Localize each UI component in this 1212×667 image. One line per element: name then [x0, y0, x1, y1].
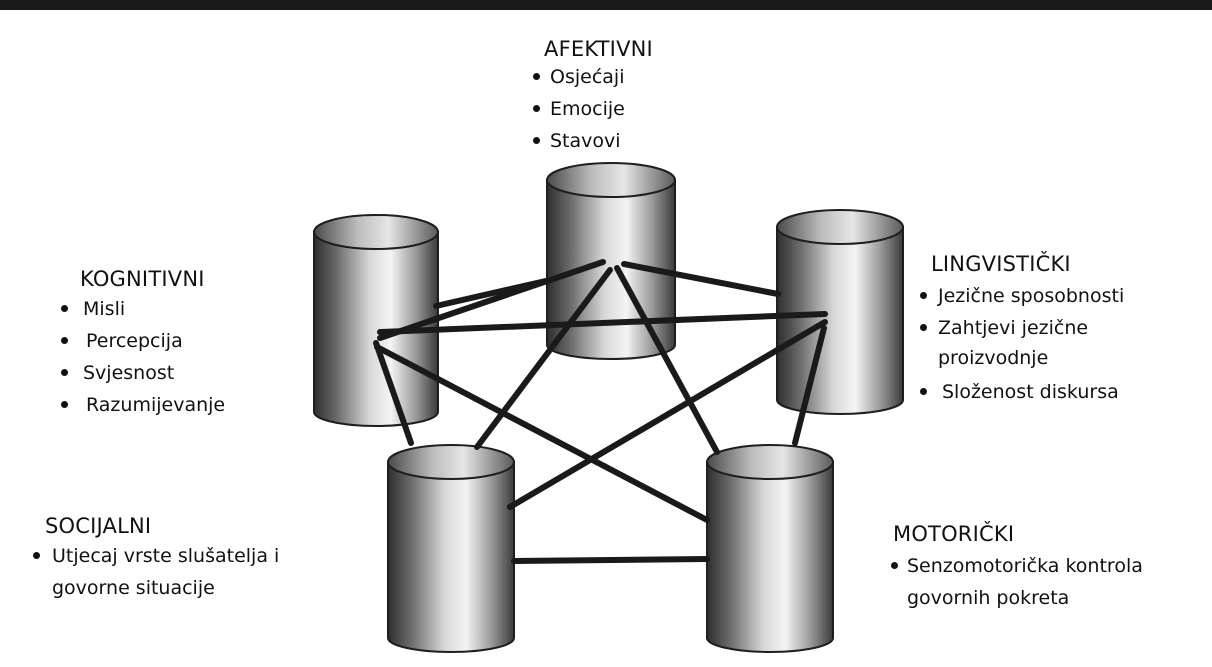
lingvisticki-item-continued: proizvodnje	[938, 347, 1049, 369]
bullet-dot-icon	[61, 305, 68, 312]
bullet-dot-icon	[33, 552, 40, 559]
kognitivni-list: Misli Percepcija Svjesnost Razumijevanje	[59, 293, 225, 421]
afektivni-title: AFEKTIVNI	[544, 37, 653, 61]
connector-lingvisticki-motoricki	[792, 325, 827, 446]
connector-afektivni-kognitivni	[377, 259, 606, 341]
connector-afektivni-socijalni	[474, 267, 613, 450]
connector-lines	[373, 259, 828, 564]
lingvisticki-item: Složenost diskursa	[918, 376, 1124, 408]
socijalni-list: Utjecaj vrste slušatelja i govorne situa…	[31, 540, 279, 604]
afektivni-item: Osjećaji	[531, 61, 653, 93]
cylinder-kognitivni	[313, 214, 439, 427]
kognitivni-item: Misli	[59, 293, 225, 325]
motoricki-label: MOTORIČKI Senzomotorička kontrola govorn…	[889, 520, 1143, 614]
afektivni-label: AFEKTIVNI Osjećaji Emocije Stavovi	[533, 35, 653, 157]
lingvisticki-item: Zahtjevi jezične	[918, 312, 1124, 344]
afektivni-list: Osjećaji Emocije Stavovi	[533, 61, 653, 157]
connector-afektivni-motoricki	[614, 265, 720, 455]
connector-kognitivni-socijalni	[373, 340, 414, 446]
kognitivni-title: KOGNITIVNI	[80, 267, 205, 291]
lingvisticki-label: LINGVISTIČKI Jezične sposobnosti Zahtjev…	[918, 250, 1124, 408]
motoricki-item-continued: govornih pokreta	[907, 587, 1070, 609]
bullet-dot-icon	[920, 324, 927, 331]
lingvisticki-title: LINGVISTIČKI	[931, 252, 1071, 276]
top-rule	[0, 0, 1212, 10]
bullet-dot-icon	[61, 369, 68, 376]
cylinder-motoricki	[706, 444, 834, 653]
afektivni-item: Stavovi	[531, 125, 653, 157]
afektivni-item: Emocije	[531, 93, 653, 125]
socijalni-title: SOCIJALNI	[45, 514, 152, 538]
bullet-dot-icon	[533, 137, 540, 144]
bullet-dot-icon	[61, 401, 68, 408]
motoricki-item: Senzomotorička kontrola	[889, 550, 1143, 582]
lingvisticki-list: Jezične sposobnosti Zahtjevi jezične pro…	[918, 280, 1124, 408]
motoricki-title: MOTORIČKI	[893, 522, 1015, 546]
cylinder-socijalni	[387, 444, 515, 653]
kognitivni-item: Percepcija	[59, 325, 225, 357]
motoricki-list: Senzomotorička kontrola govornih pokreta	[889, 550, 1143, 614]
connector-socijalni-motoricki	[511, 556, 710, 564]
socijalni-item-continued: govorne situacije	[52, 577, 215, 599]
connector-kognitivni-lingvisticki	[377, 311, 828, 335]
bullet-dot-icon	[533, 105, 540, 112]
kognitivni-item: Svjesnost	[59, 357, 225, 389]
bullet-dot-icon	[920, 292, 927, 299]
socijalni-label: SOCIJALNI Utjecaj vrste slušatelja i gov…	[31, 512, 279, 604]
kognitivni-label: KOGNITIVNI Misli Percepcija Svjesnost Ra…	[59, 265, 225, 421]
kognitivni-item: Razumijevanje	[59, 389, 225, 421]
connector-afektivni-lingvisticki	[621, 261, 781, 297]
bullet-dot-icon	[533, 73, 540, 80]
connector-lingvisticki-socijalni	[507, 319, 828, 510]
socijalni-item: Utjecaj vrste slušatelja i	[31, 540, 279, 572]
lingvisticki-item: Jezične sposobnosti	[918, 280, 1124, 312]
cylinder-lingvisticki	[776, 209, 904, 415]
bullet-dot-icon	[920, 388, 927, 395]
bullet-dot-icon	[61, 337, 68, 344]
connector-kognitivni-motoricki	[374, 344, 710, 523]
bullet-dot-icon	[891, 562, 898, 569]
